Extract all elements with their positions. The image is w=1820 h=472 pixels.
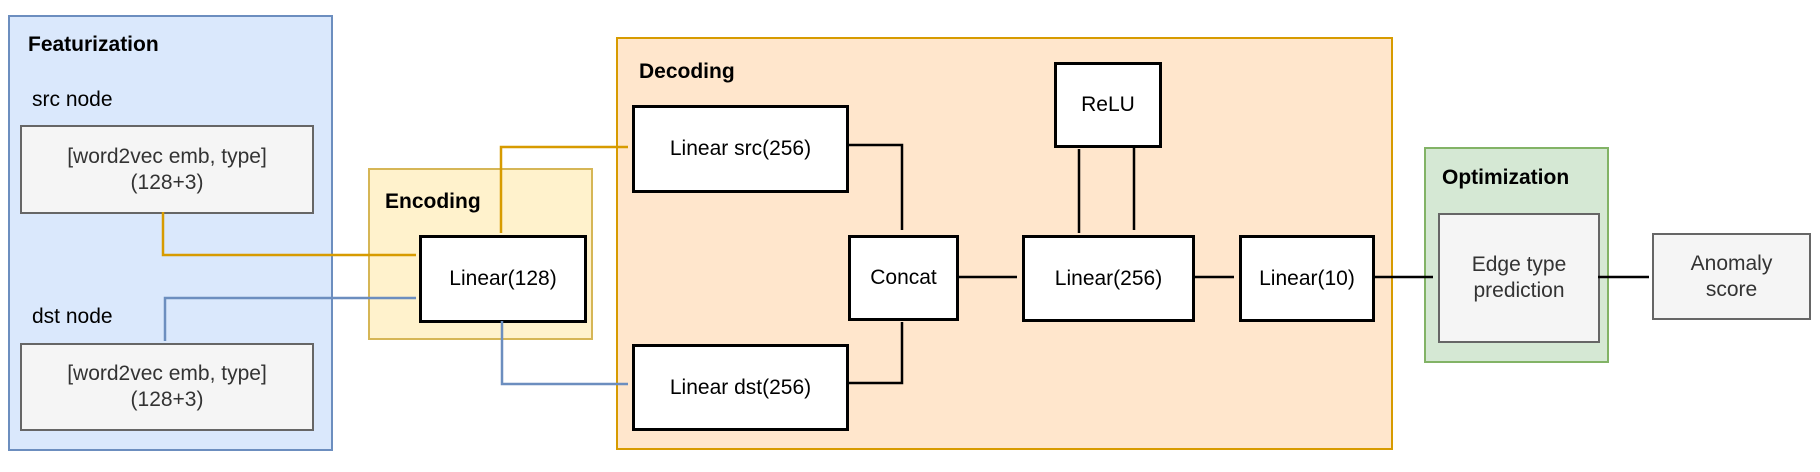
src-node-label: src node [32,88,113,111]
optimization-title: Optimization [1442,166,1570,189]
linear-dst-node: Linear dst(256) [632,344,849,431]
linear256-label: Linear(256) [1054,266,1163,290]
linear128-label: Linear(128) [449,267,557,290]
featurization-title: Featurization [28,33,159,56]
encoding-title: Encoding [385,190,481,213]
optimization-group: Optimization Edge type prediction [1424,147,1609,363]
src-feature-line2: (128+3) [130,170,204,194]
concat-label: Concat [870,266,937,289]
featurization-group: Featurization src node [word2vec emb, ty… [8,15,333,451]
decoding-title: Decoding [639,60,735,83]
encoding-group: Encoding Linear(128) [368,168,593,340]
src-feature-line1: [word2vec emb, type] [67,144,267,168]
edge-type-prediction-node: Edge type prediction [1438,213,1600,343]
dst-feature-line1: [word2vec emb, type] [67,362,267,385]
dst-feature-node: [word2vec emb, type] (128+3) [20,343,314,431]
linear-src-node: Linear src(256) [632,105,849,193]
anomaly-score-node: Anomaly score [1652,233,1811,320]
edge-type-line1: Edge type [1471,253,1567,276]
linear256-node: Linear(256) [1022,235,1195,322]
edge-type-line2: prediction [1473,279,1565,302]
anomaly-line2: score [1705,277,1758,301]
src-feature-node: [word2vec emb, type] (128+3) [20,125,314,214]
linear128-node: Linear(128) [419,235,587,323]
relu-label: ReLU [1081,93,1135,116]
dst-feature-line2: (128+3) [130,388,204,411]
concat-node: Concat [848,235,959,321]
decoding-group: Decoding Linear src(256) Linear dst(256)… [616,37,1393,450]
dst-node-label: dst node [32,305,113,328]
relu-node: ReLU [1054,62,1162,148]
linear10-label: Linear(10) [1259,266,1355,290]
linear10-node: Linear(10) [1239,235,1375,322]
linear-src-label: Linear src(256) [669,137,812,160]
linear-dst-label: Linear dst(256) [669,375,812,399]
anomaly-line1: Anomaly [1690,251,1773,275]
